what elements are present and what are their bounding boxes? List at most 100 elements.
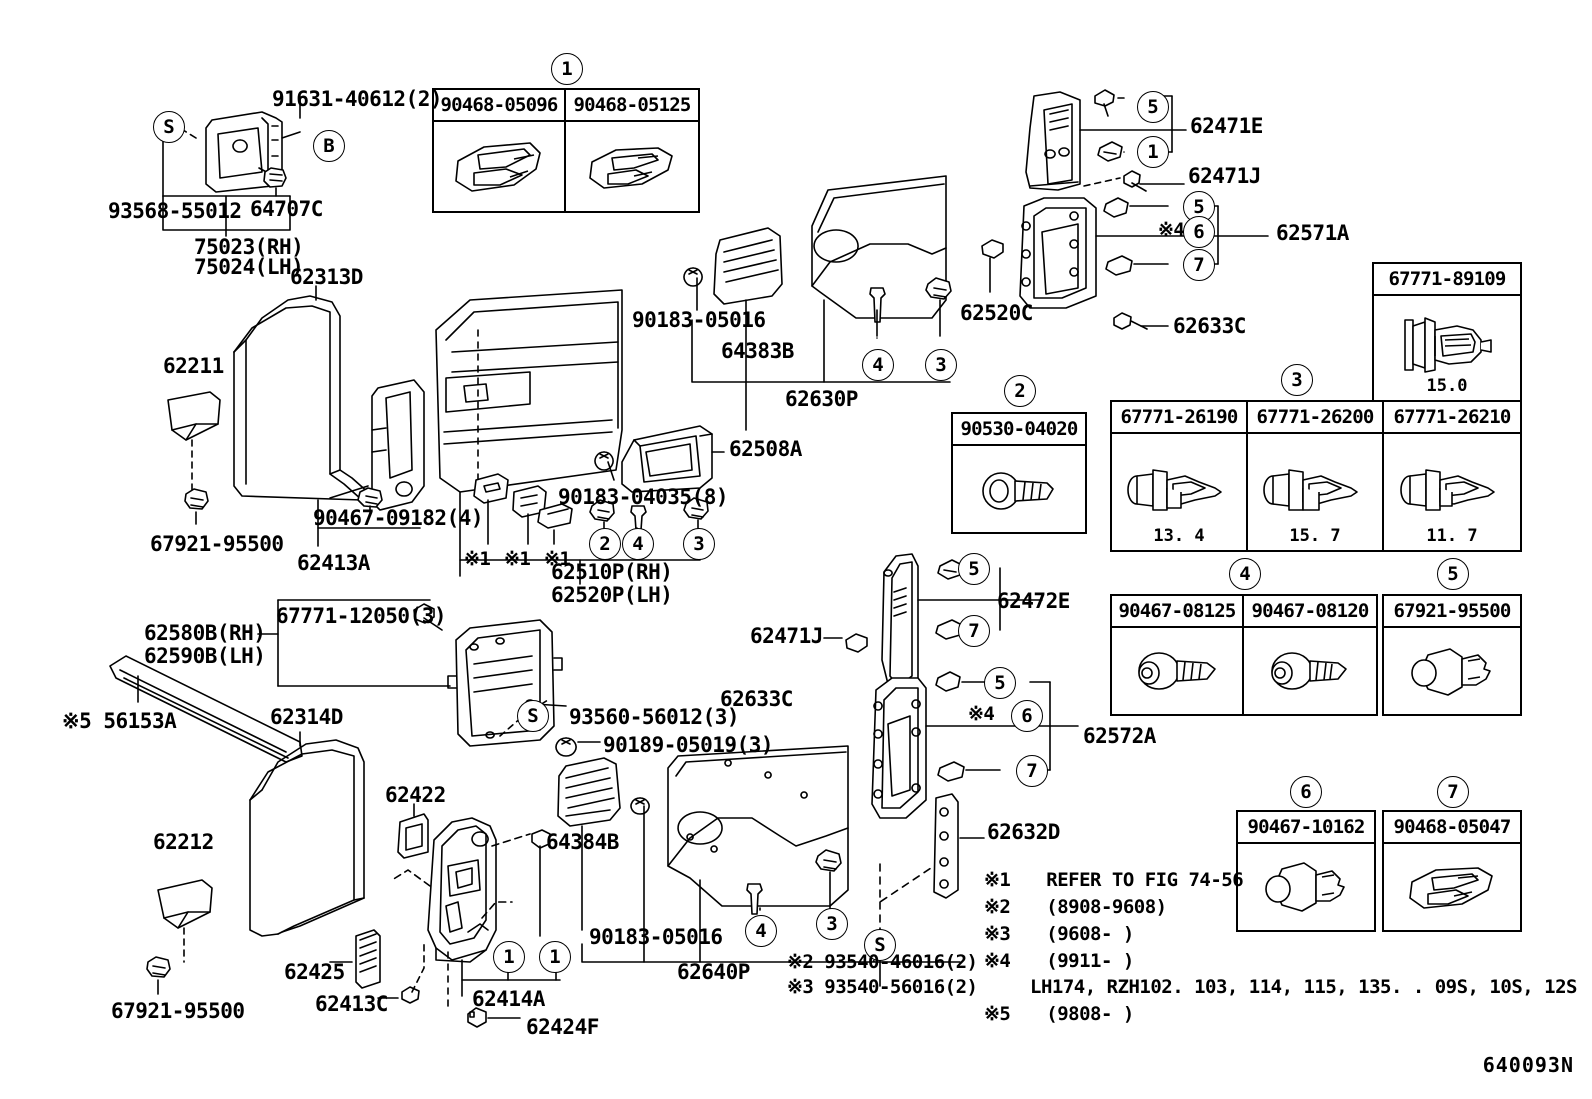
part-label-62471J-b: 62471J <box>750 624 823 648</box>
callout-circle: 3 <box>683 528 715 560</box>
table-cell-part-number: 90467-08125 <box>1112 596 1242 628</box>
clip-winged-icon <box>1384 844 1520 930</box>
callout-circle: 1 <box>551 53 583 85</box>
part-label-62314D: 62314D <box>270 705 343 729</box>
part-label-64384B: 64384B <box>546 830 619 854</box>
footnote-text: (8908-9608) <box>1046 896 1167 918</box>
part-label-62413A: 62413A <box>297 551 370 575</box>
push-clip-icon: 15. 7 <box>1248 434 1382 550</box>
footnote-mark: ※5 <box>984 1003 1011 1025</box>
footnote-row: ※2 (8908-9608) <box>984 896 1167 918</box>
part-label-67921-95500-b: 67921-95500 <box>111 999 245 1023</box>
part-label-64383B: 64383B <box>721 339 794 363</box>
callout-circle: 2 <box>1004 375 1036 407</box>
callout-circle: S <box>517 700 549 732</box>
part-label-62632D: 62632D <box>987 820 1060 844</box>
callout-circle: 1 <box>493 941 525 973</box>
star-mark: ※4 <box>1158 219 1185 241</box>
clip-winged-icon <box>566 122 698 211</box>
push-clip-icon: 13. 4 <box>1112 434 1246 550</box>
footnote-text: (9911- ) <box>1046 950 1134 972</box>
callout-circle: 7 <box>1183 249 1215 281</box>
table-cell-part-number: 67771-26190 <box>1112 402 1247 434</box>
parts-table-6: 90467-10162 <box>1236 810 1376 932</box>
part-label-62510P: 62510P(RH) <box>551 560 673 584</box>
part-label-62413C: 62413C <box>315 992 388 1016</box>
part-label-62424F: 62424F <box>526 1015 599 1039</box>
callout-circle: 4 <box>1229 558 1261 590</box>
callout-circle: 7 <box>1437 776 1469 808</box>
table-cell-part-number: 90468-05125 <box>566 90 698 122</box>
parts-table-89109: 67771-89109 15.0 <box>1372 262 1522 402</box>
table-cell-part-number: 67771-26210 <box>1384 402 1520 434</box>
part-label-90183-04035: 90183-04035(8) <box>558 485 729 509</box>
table-cell-part-number: 90468-05096 <box>434 90 564 122</box>
parts-table-3: 67771-26190 13. 4 67771-26200 <box>1110 400 1522 552</box>
push-clip-icon: 15.0 <box>1374 296 1520 400</box>
footnote-row-models: LH174, RZH102. 103, 114, 115, 135. . 09S… <box>1030 976 1577 998</box>
part-label-62414A: 62414A <box>472 987 545 1011</box>
part-label-62211: 62211 <box>163 354 224 378</box>
star-mark: ※1 <box>504 548 531 570</box>
part-label-62508A: 62508A <box>729 437 802 461</box>
part-label-91631-40612: 91631-40612(2) <box>272 87 443 111</box>
part-label-75024LH: 75024(LH) <box>194 255 304 279</box>
table-cell-part-number: 90530-04020 <box>953 414 1085 446</box>
part-label-62640P: 62640P <box>677 960 750 984</box>
table-cell-part-number: 67771-89109 <box>1374 264 1520 296</box>
footnote-mark: ※3 <box>984 923 1011 945</box>
callout-circle: 5 <box>1137 91 1169 123</box>
footnote-text: REFER TO FIG 74-56 <box>1046 869 1244 891</box>
table-cell-dimension: 13. 4 <box>1153 526 1205 546</box>
part-label-62313D: 62313D <box>290 265 363 289</box>
footnote-row: ※1 REFER TO FIG 74-56 <box>984 869 1244 891</box>
part-label-62572A: 62572A <box>1083 724 1156 748</box>
part-label-62633C-a: 62633C <box>1173 314 1246 338</box>
part-label-67771-12050: 67771-12050(3) <box>276 604 447 628</box>
parts-table-4: 90467-08125 90467-08120 <box>1110 594 1378 716</box>
callout-circle: 7 <box>1016 755 1048 787</box>
callout-circle: 1 <box>1137 136 1169 168</box>
screw-grommet-icon <box>1244 628 1376 714</box>
parts-table-5: 67921-95500 <box>1382 594 1522 716</box>
part-label-62472E: 62472E <box>997 589 1070 613</box>
callout-circle: S <box>864 929 896 961</box>
push-clip-icon: 11. 7 <box>1384 434 1520 550</box>
callout-circle: 3 <box>1281 364 1313 396</box>
part-label-62471E: 62471E <box>1190 114 1263 138</box>
table-cell-dimension: 11. 7 <box>1426 526 1478 546</box>
part-label-62590B: 62590B(LH) <box>144 644 266 668</box>
parts-table-2: 90530-04020 <box>951 412 1087 534</box>
parts-table-1: 90468-05096 90468-05125 <box>432 88 700 213</box>
callout-circle: 6 <box>1290 776 1322 808</box>
callout-circle: S <box>153 111 185 143</box>
part-label-93560-56012: 93560-56012(3) <box>569 705 740 729</box>
footnote-text: (9608- ) <box>1046 923 1134 945</box>
callout-circle: 5 <box>1437 558 1469 590</box>
footnote-text: (9808- ) <box>1046 1003 1134 1025</box>
part-label-62520C: 62520C <box>960 301 1033 325</box>
part-label-90467-09182: 90467-09182(4) <box>313 506 484 530</box>
star-mark: ※1 <box>464 548 491 570</box>
footnote-text: LH174, RZH102. 103, 114, 115, 135. . 09S… <box>1030 976 1577 998</box>
part-label-75023RH: 75023(RH) <box>194 235 304 259</box>
part-label-62212: 62212 <box>153 830 214 854</box>
round-clip-icon <box>1384 628 1520 714</box>
drawing-number: 640093N <box>1482 1053 1574 1077</box>
table-cell-part-number: 90467-08120 <box>1244 596 1376 628</box>
part-label-62580B: 62580B(RH) <box>144 621 266 645</box>
part-label-62471J-a: 62471J <box>1188 164 1261 188</box>
callout-circle: 5 <box>958 553 990 585</box>
table-cell-dimension: 15. 7 <box>1289 526 1341 546</box>
footnote-row: ※3 (9608- ) <box>984 923 1134 945</box>
grommet-screw-icon <box>953 446 1085 532</box>
callout-circle: B <box>313 130 345 162</box>
callout-circle: 4 <box>745 915 777 947</box>
part-label-62630P: 62630P <box>785 387 858 411</box>
table-cell-part-number: 90468-05047 <box>1384 812 1520 844</box>
callout-circle: 6 <box>1011 700 1043 732</box>
callout-circle: 5 <box>984 667 1016 699</box>
part-label-93568-55012: 93568-55012 <box>108 199 242 223</box>
footnote-row: ※5 (9808- ) <box>984 1003 1134 1025</box>
